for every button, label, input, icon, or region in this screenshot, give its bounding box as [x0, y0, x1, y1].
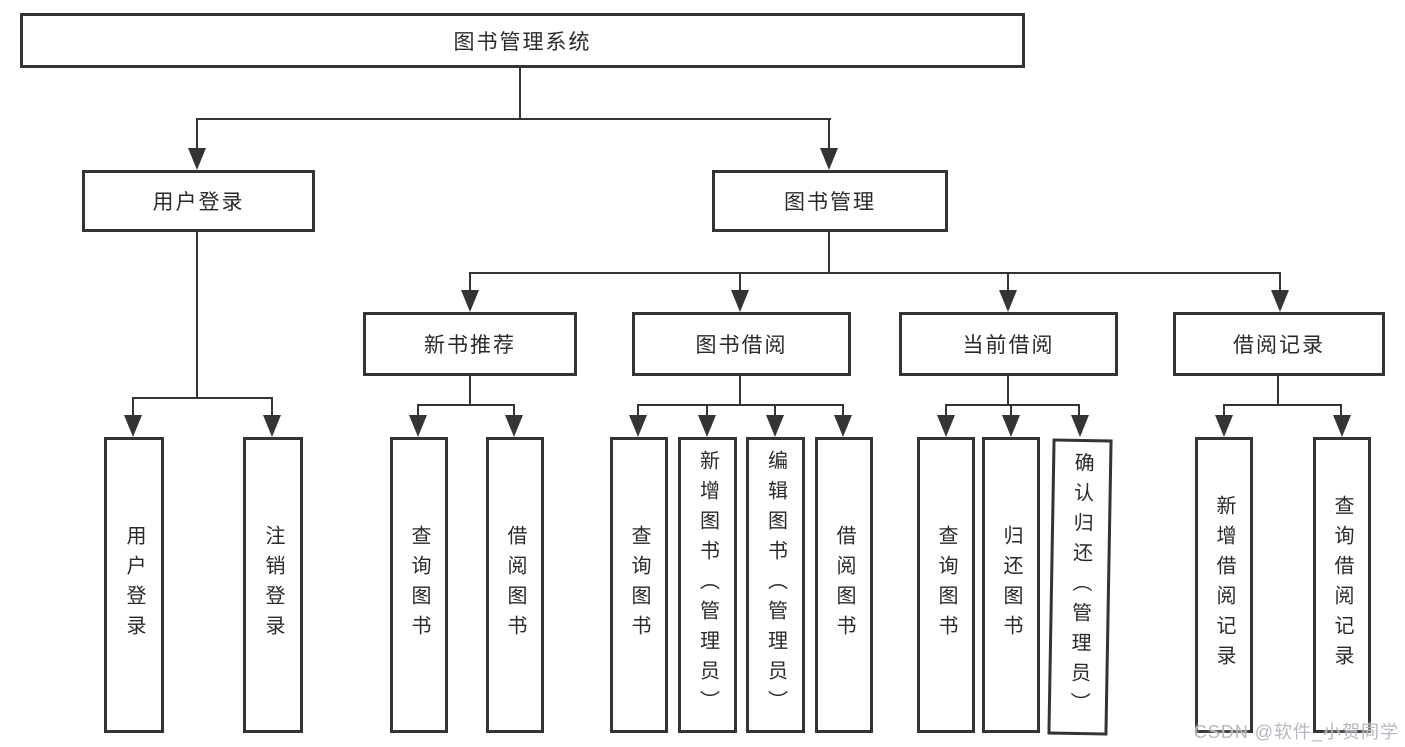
- leaf-query-books: 查询图书: [917, 437, 975, 733]
- connector-vline: [1007, 373, 1009, 404]
- arrowhead-down-icon: [409, 415, 427, 437]
- connector-vline: [1078, 404, 1080, 417]
- connector-vline: [842, 404, 844, 417]
- connector-vline: [469, 272, 471, 292]
- arrowhead-down-icon: [263, 415, 281, 437]
- connector-vline: [196, 230, 198, 397]
- connector-hline: [417, 404, 515, 406]
- leaf-label: 新增借阅记录: [1213, 495, 1235, 675]
- connector-vline: [1279, 272, 1281, 292]
- connector-vline: [1340, 404, 1342, 417]
- leaf-label: 归还图书: [1000, 525, 1022, 645]
- arrowhead-down-icon: [820, 148, 838, 170]
- arrowhead-down-icon: [505, 415, 523, 437]
- node-label: 图书借阅: [695, 334, 788, 357]
- leaf-label: 查询图书: [408, 525, 430, 645]
- leaf-label: 借阅图书: [504, 525, 526, 645]
- arrowhead-down-icon: [834, 415, 852, 437]
- leaf-add-borrow-record: 新增借阅记录: [1195, 437, 1253, 733]
- leaf-label: 新增图书（管理员）: [696, 450, 719, 720]
- leaf-query-borrow-record: 查询借阅记录: [1313, 437, 1371, 733]
- leaf-query-books: 查询图书: [610, 437, 668, 733]
- leaf-borrow-books: 借阅图书: [486, 437, 544, 733]
- arrowhead-down-icon: [124, 415, 142, 437]
- leaf-edit-books-admin: 编辑图书（管理员）: [746, 437, 805, 733]
- leaf-add-books-admin: 新增图书（管理员）: [678, 437, 737, 733]
- connector-vline: [774, 404, 776, 417]
- connector-hline: [637, 404, 843, 406]
- node-label: 新书推荐: [424, 334, 516, 357]
- leaf-label: 编辑图书（管理员）: [764, 450, 787, 720]
- connector-hline: [945, 404, 1080, 406]
- connector-vline: [519, 66, 521, 118]
- arrowhead-down-icon: [1333, 415, 1351, 437]
- connector-vline: [828, 230, 830, 272]
- leaf-label: 查询图书: [628, 525, 650, 645]
- connector-vline: [132, 397, 134, 417]
- connector-vline: [739, 373, 741, 404]
- connector-vline: [417, 404, 419, 417]
- leaf-return-books: 归还图书: [982, 437, 1040, 733]
- leaf-query-books: 查询图书: [390, 437, 448, 733]
- leaf-label: 借阅图书: [833, 525, 855, 645]
- leaf-borrow-books: 借阅图书: [815, 437, 873, 733]
- connector-vline: [1277, 373, 1279, 404]
- arrowhead-down-icon: [698, 415, 716, 437]
- leaf-label: 查询借阅记录: [1331, 495, 1353, 675]
- leaf-label: 注销登录: [262, 525, 284, 645]
- connector-vline: [739, 272, 741, 292]
- arrowhead-down-icon: [461, 290, 479, 312]
- connector-vline: [513, 404, 515, 417]
- leaf-user-login: 用户登录: [104, 437, 164, 733]
- node-borrowing-records: 借阅记录: [1173, 312, 1385, 376]
- arrowhead-down-icon: [1271, 290, 1289, 312]
- arrowhead-down-icon: [766, 415, 784, 437]
- connector-vline: [637, 404, 639, 417]
- connector-vline: [706, 404, 708, 417]
- leaf-label: 用户登录: [123, 525, 145, 645]
- node-label: 图书管理系统: [453, 30, 592, 54]
- connector-vline: [945, 404, 947, 417]
- node-new-book-recommendation: 新书推荐: [363, 312, 577, 376]
- connector-vline: [1223, 404, 1225, 417]
- connector-vline: [469, 373, 471, 404]
- watermark: CSDN @软件_小贺同学: [1193, 722, 1399, 742]
- node-user-login: 用户登录: [82, 170, 315, 232]
- arrowhead-down-icon: [1215, 415, 1233, 437]
- arrowhead-down-icon: [937, 415, 955, 437]
- node-label: 借阅记录: [1233, 334, 1325, 357]
- node-book-borrowing: 图书借阅: [632, 312, 851, 376]
- leaf-label: 查询图书: [935, 525, 957, 645]
- node-book-management: 图书管理: [712, 170, 948, 232]
- connector-vline: [196, 118, 198, 150]
- node-label: 用户登录: [152, 191, 245, 214]
- arrowhead-down-icon: [731, 290, 749, 312]
- node-label: 图书管理: [784, 191, 876, 214]
- node-label: 当前借阅: [962, 334, 1055, 357]
- leaf-confirm-return-admin: 确认归还（管理员）: [1047, 438, 1113, 736]
- arrowhead-down-icon: [629, 415, 647, 437]
- arrowhead-down-icon: [1002, 415, 1020, 437]
- connector-vline: [271, 397, 273, 417]
- leaf-logout: 注销登录: [243, 437, 303, 733]
- connector-vline: [828, 118, 830, 150]
- connector-hline: [132, 397, 273, 399]
- connector-hline: [1223, 404, 1342, 406]
- arrowhead-down-icon: [188, 148, 206, 170]
- node-current-borrowing: 当前借阅: [899, 312, 1118, 376]
- arrowhead-down-icon: [1071, 415, 1089, 437]
- connector-hline: [469, 272, 1281, 274]
- arrowhead-down-icon: [999, 290, 1017, 312]
- connector-hline: [196, 118, 831, 120]
- leaf-label: 确认归还（管理员）: [1066, 451, 1094, 723]
- node-library-system: 图书管理系统: [20, 13, 1025, 68]
- connector-vline: [1007, 272, 1009, 292]
- connector-vline: [1010, 404, 1012, 417]
